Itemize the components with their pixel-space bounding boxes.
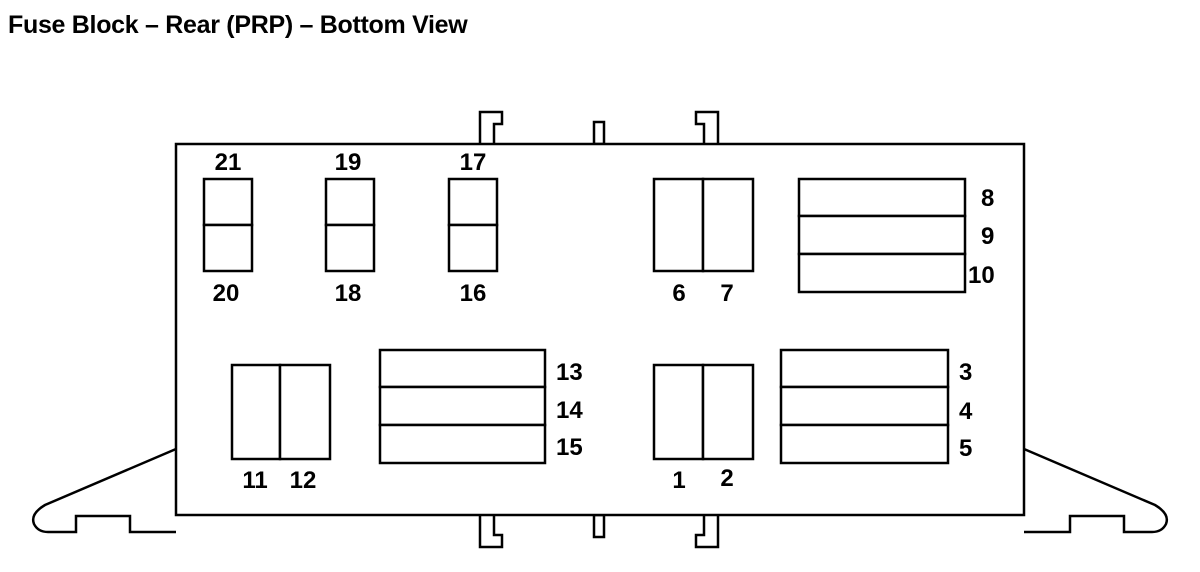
fuse-slot-15 — [378, 423, 547, 465]
label-20: 20 — [213, 280, 240, 307]
bottom-center-tab — [592, 513, 606, 539]
top-center-tab — [592, 120, 606, 146]
page-title: Fuse Block – Rear (PRP) – Bottom View — [8, 11, 468, 39]
right-mounting-flange — [1023, 447, 1169, 534]
fuse-slot-12 — [278, 363, 332, 461]
label-4: 4 — [959, 398, 973, 425]
label-9: 9 — [981, 223, 994, 250]
label-19: 19 — [335, 149, 362, 176]
label-7: 7 — [720, 280, 733, 307]
label-18: 18 — [335, 280, 362, 307]
label-3: 3 — [959, 359, 972, 386]
label-5: 5 — [959, 435, 972, 462]
label-12: 12 — [290, 467, 317, 494]
fuse-slot-20 — [202, 223, 254, 273]
fuse-slot-13 — [378, 348, 547, 389]
label-14: 14 — [556, 397, 583, 424]
label-2: 2 — [720, 465, 733, 492]
fuse-slot-7 — [701, 177, 755, 273]
fuse-slot-14 — [378, 385, 547, 427]
label-11: 11 — [242, 467, 267, 494]
label-13: 13 — [556, 359, 583, 386]
top-right-clip — [694, 110, 720, 144]
left-mounting-flange — [31, 447, 177, 534]
fuse-slot-6 — [652, 177, 705, 273]
fuse-slot-10 — [797, 252, 967, 294]
fuse-slot-4 — [779, 385, 950, 427]
fuse-slot-18 — [324, 223, 376, 273]
fuse-slot-16 — [447, 223, 499, 273]
bottom-right-clip — [694, 515, 720, 549]
bottom-left-clip — [478, 515, 504, 549]
fuse-slot-3 — [779, 348, 950, 389]
label-6: 6 — [672, 280, 685, 307]
label-1: 1 — [672, 467, 685, 494]
fuse-slot-19 — [324, 177, 376, 227]
label-10: 10 — [968, 262, 995, 289]
fuse-slot-9 — [797, 214, 967, 256]
fuse-slot-2 — [701, 363, 755, 461]
label-21: 21 — [215, 149, 242, 176]
label-16: 16 — [460, 280, 487, 307]
label-17: 17 — [460, 149, 487, 176]
label-8: 8 — [981, 185, 994, 212]
fuse-slot-17 — [447, 177, 499, 227]
fuse-slot-21 — [202, 177, 254, 227]
fuse-slot-11 — [230, 363, 282, 461]
label-15: 15 — [556, 434, 583, 461]
top-left-clip — [478, 110, 504, 144]
fuse-slot-5 — [779, 423, 950, 465]
fuse-slot-8 — [797, 177, 967, 218]
fuse-slot-1 — [652, 363, 705, 461]
